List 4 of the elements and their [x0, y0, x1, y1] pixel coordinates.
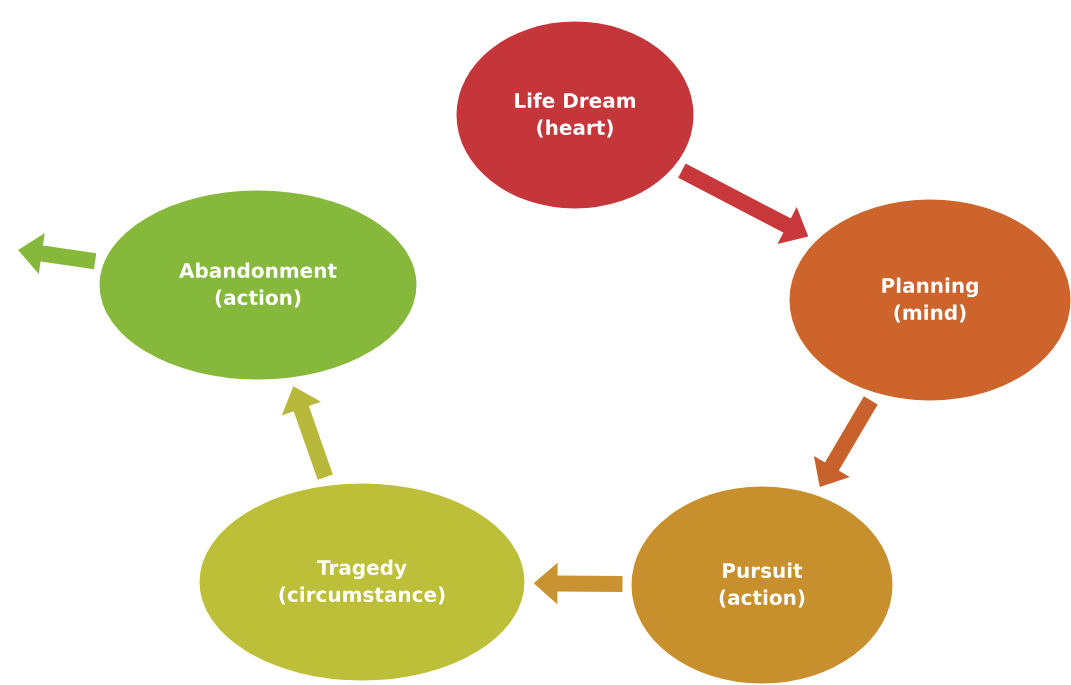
- ellipse-node: Abandonment (action): [96, 187, 420, 383]
- ellipse-node: Tragedy (circumstance): [196, 480, 528, 684]
- ellipse-node: Life Dream (heart): [453, 18, 697, 212]
- ellipse-node: Pursuit (action): [628, 483, 896, 685]
